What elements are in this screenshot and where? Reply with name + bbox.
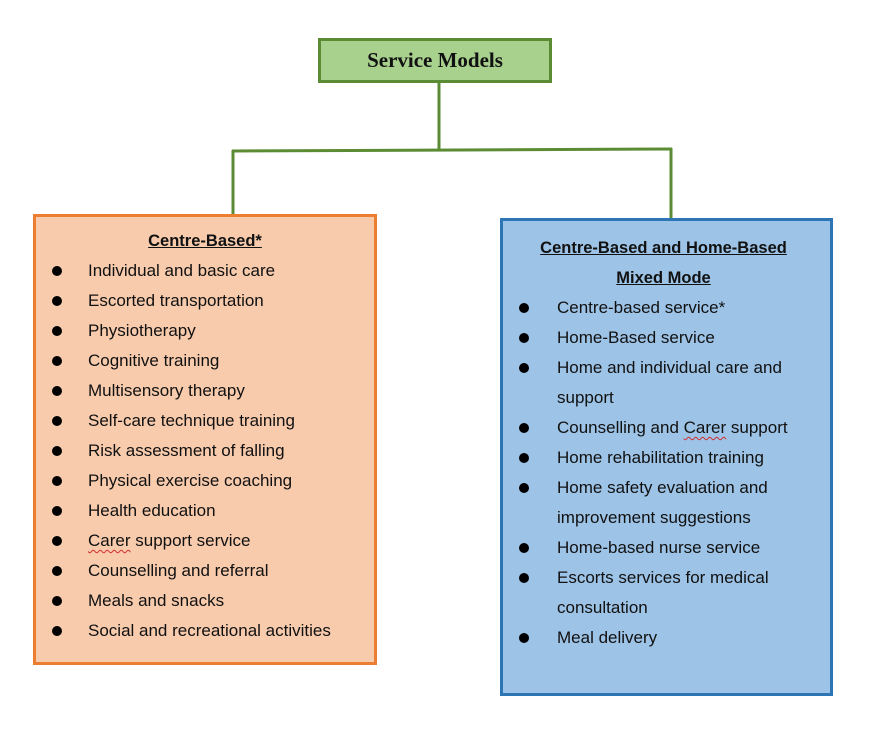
bullet-icon: [52, 566, 62, 576]
centre-based-box: Centre-Based* Individual and basic care …: [33, 214, 377, 665]
centre-based-title: Centre-Based*: [148, 232, 262, 250]
mixed-mode-title-line2: Mixed Mode: [616, 269, 711, 287]
list-item: Physiotherapy: [48, 316, 362, 346]
list-item: Counselling and Carer support: [515, 413, 812, 443]
list-item: Cognitive training: [48, 346, 362, 376]
list-item: Multisensory therapy: [48, 376, 362, 406]
list-item: Home and individual care and support: [515, 353, 812, 413]
list-item: Counselling and referral: [48, 556, 362, 586]
list-item: Self-care technique training: [48, 406, 362, 436]
bullet-icon: [519, 363, 529, 373]
spellcheck-underline: Carer: [683, 418, 727, 437]
bullet-icon: [52, 476, 62, 486]
list-item: Centre-based service*: [515, 293, 812, 323]
bullet-icon: [519, 423, 529, 433]
mixed-mode-list: Centre-based service* Home-Based service…: [515, 293, 812, 653]
bullet-icon: [52, 536, 62, 546]
list-item: Meal delivery: [515, 623, 812, 653]
list-item: Health education: [48, 496, 362, 526]
bullet-icon: [52, 416, 62, 426]
root-node-title: Service Models: [367, 48, 503, 72]
bullet-icon: [519, 303, 529, 313]
bullet-icon: [52, 296, 62, 306]
list-item: Physical exercise coaching: [48, 466, 362, 496]
list-item: Escorted transportation: [48, 286, 362, 316]
bullet-icon: [52, 446, 62, 456]
list-item: Home rehabilitation training: [515, 443, 812, 473]
bullet-icon: [52, 356, 62, 366]
bullet-icon: [519, 573, 529, 583]
bullet-icon: [519, 483, 529, 493]
bullet-icon: [519, 453, 529, 463]
list-item: Home safety evaluation and improvement s…: [515, 473, 812, 533]
list-item: Risk assessment of falling: [48, 436, 362, 466]
connector-horizontal-bar: [231, 147, 673, 153]
list-item: Escorts services for medical consultatio…: [515, 563, 812, 623]
bullet-icon: [519, 333, 529, 343]
list-item: Social and recreational activities: [48, 616, 362, 646]
root-node-service-models: Service Models: [318, 38, 552, 83]
bullet-icon: [52, 386, 62, 396]
list-item: Individual and basic care: [48, 256, 362, 286]
mixed-mode-box: Centre-Based and Home-Based Mixed Mode C…: [500, 218, 833, 696]
bullet-icon: [52, 266, 62, 276]
bullet-icon: [52, 326, 62, 336]
mixed-mode-title-line1: Centre-Based and Home-Based: [540, 239, 787, 257]
spellcheck-underline: Carer: [88, 531, 131, 550]
centre-based-list: Individual and basic care Escorted trans…: [48, 256, 362, 646]
list-item: Home-based nurse service: [515, 533, 812, 563]
bullet-icon: [519, 633, 529, 643]
bullet-icon: [519, 543, 529, 553]
list-item: Carer support service: [48, 526, 362, 556]
list-item: Home-Based service: [515, 323, 812, 353]
bullet-icon: [52, 626, 62, 636]
list-item: Meals and snacks: [48, 586, 362, 616]
bullet-icon: [52, 596, 62, 606]
bullet-icon: [52, 506, 62, 516]
